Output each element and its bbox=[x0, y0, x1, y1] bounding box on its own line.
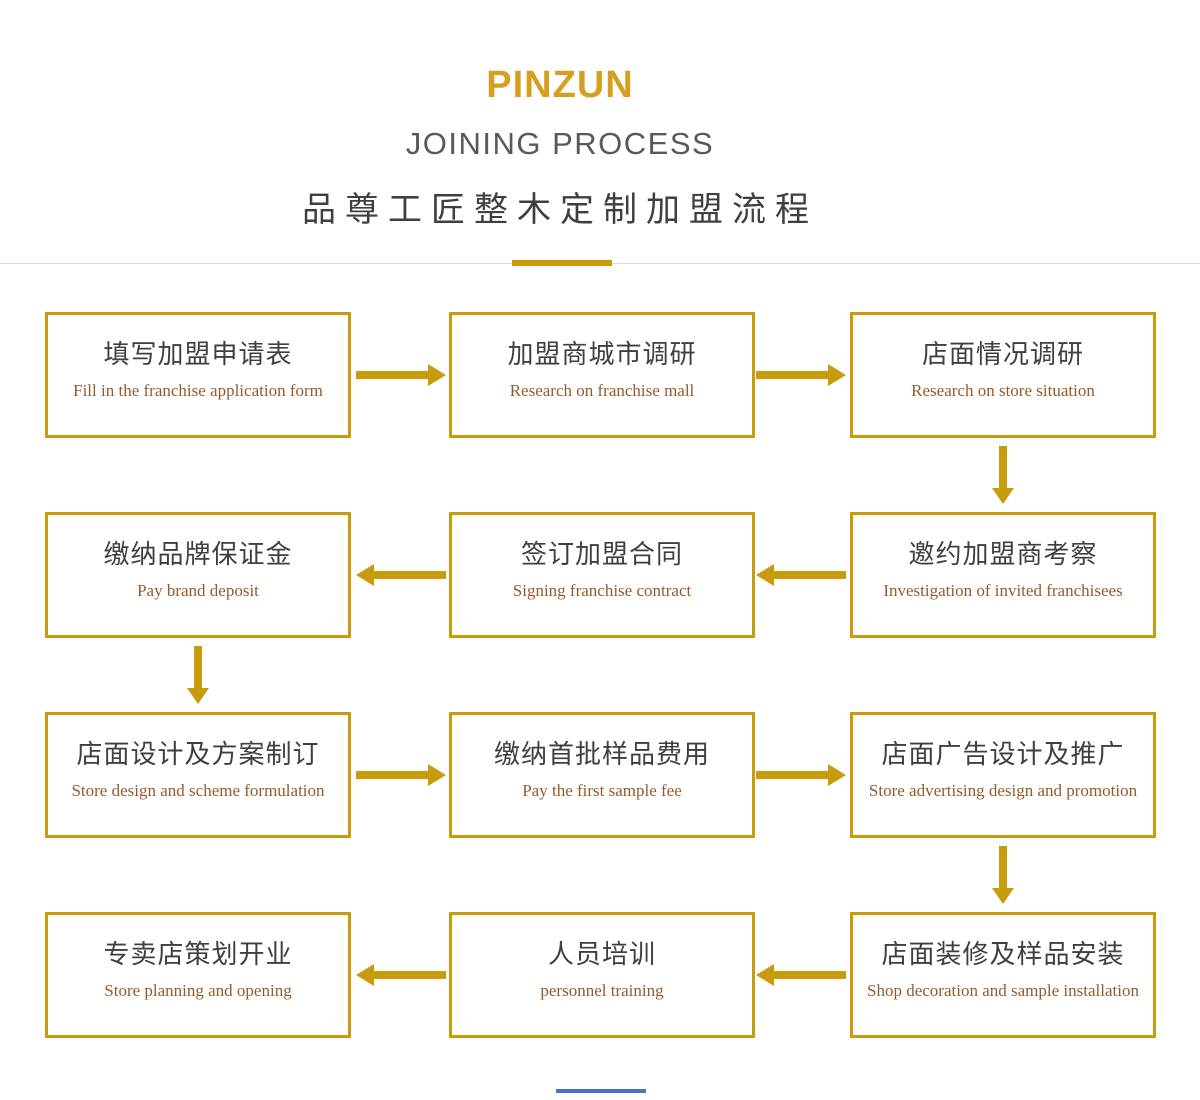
arrow-down-icon bbox=[187, 646, 209, 704]
step-subtitle: Shop decoration and sample installation bbox=[867, 981, 1139, 1000]
step-title: 人员培训 bbox=[547, 939, 656, 969]
bottom-accent-line bbox=[556, 1089, 646, 1093]
step-box-8: 缴纳首批样品费用 Pay the first sample fee bbox=[449, 712, 755, 838]
arrow-left-icon bbox=[356, 964, 446, 986]
step-title: 邀约加盟商考察 bbox=[908, 539, 1098, 569]
step-title: 缴纳品牌保证金 bbox=[103, 539, 293, 569]
step-subtitle: Store design and scheme formulation bbox=[71, 781, 325, 800]
step-subtitle: Store advertising design and promotion bbox=[868, 781, 1138, 800]
step-box-7: 店面设计及方案制订 Store design and scheme formul… bbox=[45, 712, 351, 838]
step-box-11: 人员培训 personnel training bbox=[449, 912, 755, 1038]
step-subtitle: personnel training bbox=[540, 981, 664, 1000]
arrow-left-icon bbox=[756, 564, 846, 586]
step-box-5: 签订加盟合同 Signing franchise contract bbox=[449, 512, 755, 638]
arrow-down-icon bbox=[992, 446, 1014, 504]
arrow-right-icon bbox=[356, 364, 446, 386]
step-subtitle: Pay the first sample fee bbox=[522, 781, 682, 800]
header-divider-accent bbox=[512, 260, 612, 266]
step-title: 店面装修及样品安装 bbox=[881, 939, 1125, 969]
step-subtitle: Research on store situation bbox=[911, 381, 1095, 400]
step-subtitle: Investigation of invited franchisees bbox=[883, 581, 1123, 600]
step-box-9: 店面广告设计及推广 Store advertising design and p… bbox=[850, 712, 1156, 838]
step-subtitle: Research on franchise mall bbox=[509, 381, 695, 400]
step-title: 店面情况调研 bbox=[921, 339, 1084, 369]
step-box-3: 店面情况调研 Research on store situation bbox=[850, 312, 1156, 438]
arrow-down-icon bbox=[992, 846, 1014, 904]
step-subtitle: Fill in the franchise application form bbox=[73, 381, 323, 400]
step-title: 店面设计及方案制订 bbox=[76, 739, 320, 769]
step-subtitle: Store planning and opening bbox=[104, 981, 292, 1000]
arrow-left-icon bbox=[356, 564, 446, 586]
step-title: 专卖店策划开业 bbox=[103, 939, 293, 969]
step-box-6: 缴纳品牌保证金 Pay brand deposit bbox=[45, 512, 351, 638]
brand-title: PINZUN bbox=[486, 64, 634, 106]
page-title-zh: 品尊工匠整木定制加盟流程 bbox=[302, 191, 818, 229]
step-title: 签订加盟合同 bbox=[520, 539, 683, 569]
step-box-4: 邀约加盟商考察 Investigation of invited franchi… bbox=[850, 512, 1156, 638]
arrow-right-icon bbox=[756, 764, 846, 786]
step-box-2: 加盟商城市调研 Research on franchise mall bbox=[449, 312, 755, 438]
step-title: 缴纳首批样品费用 bbox=[493, 739, 710, 769]
step-title: 填写加盟申请表 bbox=[103, 339, 293, 369]
step-box-10: 店面装修及样品安装 Shop decoration and sample ins… bbox=[850, 912, 1156, 1038]
page-title-en: JOINING PROCESS bbox=[405, 126, 715, 161]
step-title: 加盟商城市调研 bbox=[507, 339, 697, 369]
arrow-left-icon bbox=[756, 964, 846, 986]
step-box-1: 填写加盟申请表 Fill in the franchise applicatio… bbox=[45, 312, 351, 438]
step-title: 店面广告设计及推广 bbox=[881, 739, 1125, 769]
step-subtitle: Signing franchise contract bbox=[512, 581, 692, 600]
step-box-12: 专卖店策划开业 Store planning and opening bbox=[45, 912, 351, 1038]
step-subtitle: Pay brand deposit bbox=[137, 581, 259, 600]
arrow-right-icon bbox=[756, 364, 846, 386]
arrow-right-icon bbox=[356, 764, 446, 786]
